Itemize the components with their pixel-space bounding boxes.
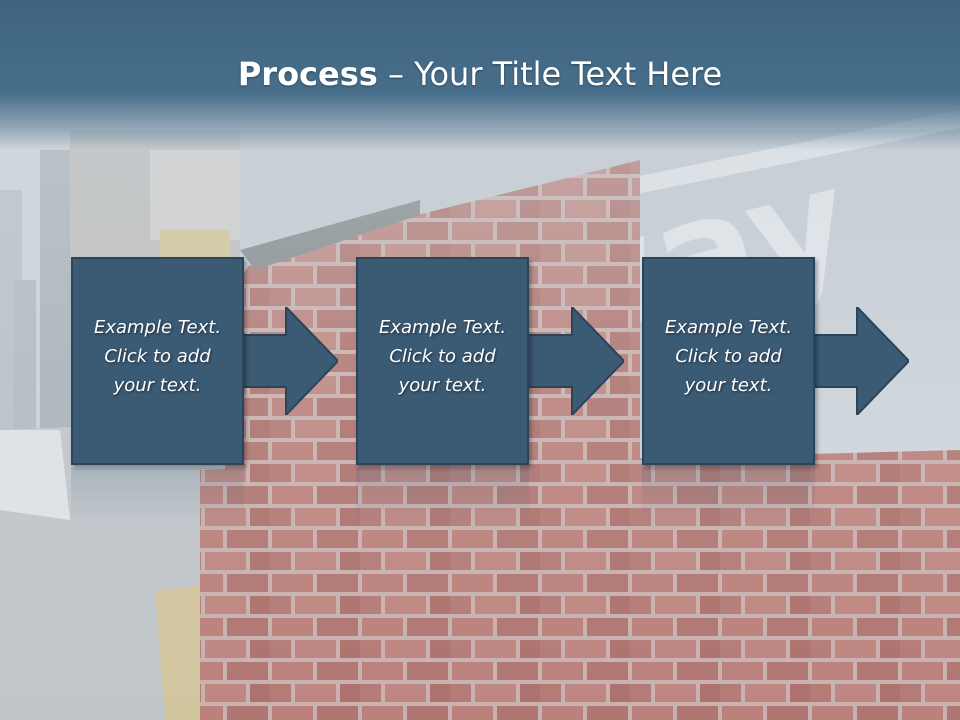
step-1-reflection: [71, 468, 244, 528]
arrow-right-icon: [528, 307, 624, 415]
step-3-reflection: [642, 468, 815, 528]
title-band: [0, 0, 960, 150]
title-bold: Process: [237, 55, 378, 93]
step-2-text[interactable]: Example Text. Click to add your text.: [378, 317, 507, 396]
step-2-reflection: [356, 468, 529, 528]
step-1-text[interactable]: Example Text. Click to add your text.: [93, 317, 222, 396]
step-box-3[interactable]: Example Text. Click to add your text.: [642, 257, 815, 465]
step-3-text[interactable]: Example Text. Click to add your text.: [664, 317, 793, 396]
arrow-right-icon: [242, 307, 338, 415]
title-text: – Your Title Text Here: [377, 55, 723, 93]
step-box-2[interactable]: Example Text. Click to add your text.: [356, 257, 529, 465]
arrow-right-icon: [813, 307, 909, 415]
slide-title[interactable]: Process – Your Title Text Here: [0, 52, 960, 96]
step-box-1[interactable]: Example Text. Click to add your text.: [71, 257, 244, 465]
